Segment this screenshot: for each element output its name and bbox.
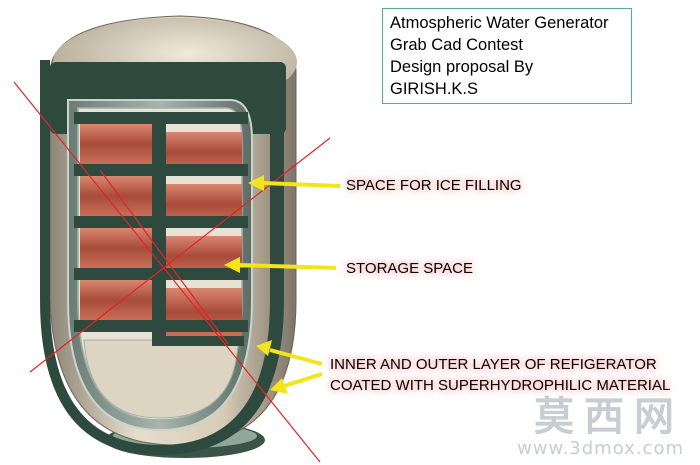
callout-coating: INNER AND OUTER LAYER OF REFIGERATOR COA… — [330, 354, 670, 396]
shelf-compartment — [80, 176, 152, 216]
title-line: Design proposal By — [390, 56, 624, 78]
callout-ice-filling: SPACE FOR ICE FILLING — [346, 177, 522, 194]
title-line: GIRISH.K.S — [390, 78, 624, 100]
watermark-url: www.3dmox.com — [517, 439, 684, 459]
title-box: Atmospheric Water Generator Grab Cad Con… — [382, 8, 632, 104]
center-divider — [152, 112, 166, 346]
shelf-compartment — [80, 124, 152, 164]
watermark-chinese: 莫西网 — [517, 395, 684, 439]
title-line: Grab Cad Contest — [390, 34, 624, 56]
callout-storage-space: STORAGE SPACE — [346, 260, 473, 277]
callout-coating-line: COATED WITH SUPERHYDROPHILIC MATERIAL — [330, 375, 670, 396]
watermark: 莫西网 www.3dmox.com — [517, 395, 684, 459]
callout-coating-line: INNER AND OUTER LAYER OF REFIGERATOR — [330, 354, 670, 375]
title-line: Atmospheric Water Generator — [390, 12, 624, 34]
shelf-divider — [160, 336, 244, 346]
shelf-compartment — [80, 228, 152, 268]
